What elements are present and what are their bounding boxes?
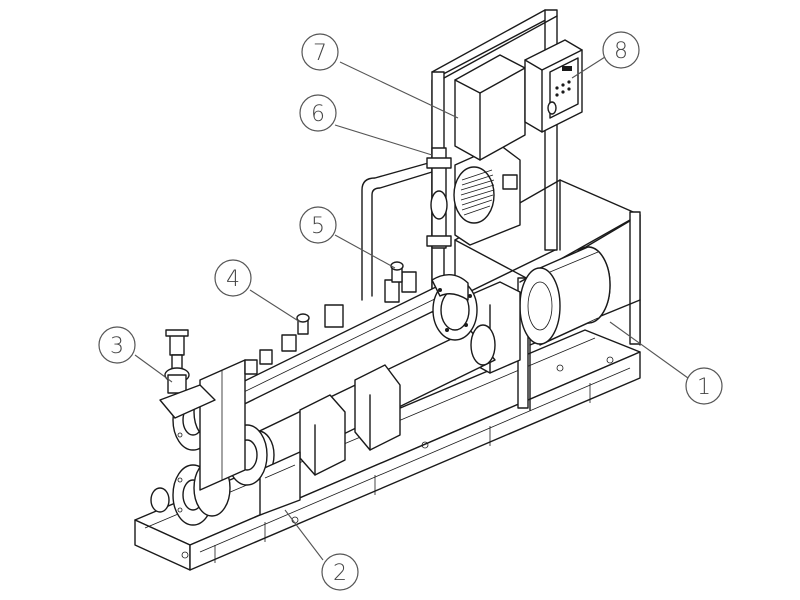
callout-7-label: 7 [313,41,327,66]
junction-box [454,54,526,161]
callout-8: 8 [602,31,640,69]
electric-motor [519,246,611,346]
callout-3-label: 3 [110,334,124,359]
callout-4-label: 4 [226,267,240,292]
upper-pipe [209,271,478,416]
callout-8-label: 8 [614,39,628,64]
callout-7: 7 [301,33,339,71]
callout-6-label: 6 [311,102,325,127]
callout-2-label: 2 [333,561,347,586]
callout-5: 5 [299,206,337,244]
pressure-fittings [244,261,404,375]
callout-2: 2 [321,553,359,591]
riser-pipe-and-reducer [361,144,521,301]
pump-body [241,281,521,516]
leader-lines [134,56,689,561]
control-panel [524,39,583,133]
callout-3: 3 [98,326,136,364]
reducer-fins [460,169,495,216]
callout-1-label: 1 [697,375,711,400]
relief-valve [159,329,216,419]
callout-5-label: 5 [311,214,325,239]
callout-6: 6 [299,94,337,132]
inlet-outlet-flanges [150,359,268,526]
callout-4: 4 [214,259,252,297]
callout-1: 1 [685,367,723,405]
